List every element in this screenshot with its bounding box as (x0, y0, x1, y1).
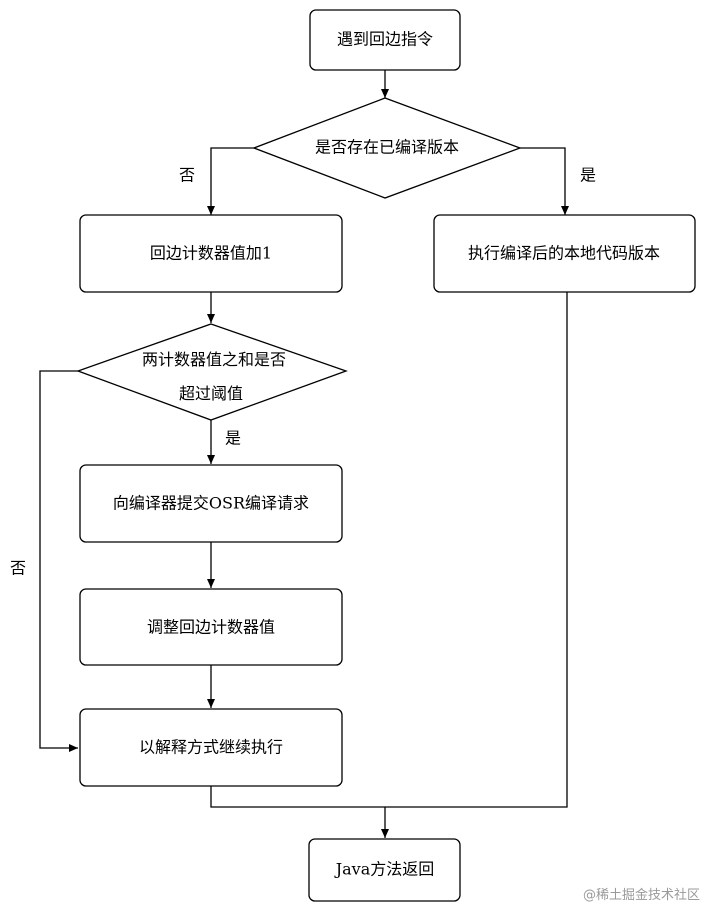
node-return-label: Java方法返回 (334, 860, 435, 879)
node-interpret-label: 以解释方式继续执行 (139, 738, 283, 757)
node-submit-osr-label: 向编译器提交OSR编译请求 (113, 494, 309, 513)
node-submit-osr: 向编译器提交OSR编译请求 (79, 464, 343, 543)
node-increment-counter-label: 回边计数器值加1 (150, 244, 272, 263)
node-adjust-counter: 调整回边计数器值 (79, 588, 343, 666)
node-start-label: 遇到回边指令 (337, 30, 433, 49)
node-check-compiled-label: 是否存在已编译版本 (315, 138, 459, 157)
node-check-compiled: 是否存在已编译版本 (252, 97, 522, 199)
node-adjust-counter-label: 调整回边计数器值 (147, 618, 275, 637)
node-threshold: 两计数器值之和是否 超过阈值 (76, 323, 348, 421)
node-threshold-label-line1: 两计数器值之和是否 (142, 350, 286, 369)
node-threshold-label-line2: 超过阈值 (179, 384, 243, 403)
node-start: 遇到回边指令 (309, 9, 461, 71)
edges (39, 70, 569, 838)
node-run-compiled: 执行编译后的本地代码版本 (433, 214, 696, 293)
edge-label-threshold-no: 否 (10, 559, 26, 578)
edge-check-no (207, 147, 254, 215)
edge-label-threshold-yes: 是 (225, 429, 241, 448)
edge-merge (210, 292, 568, 808)
node-run-compiled-label: 执行编译后的本地代码版本 (468, 244, 660, 263)
edge-label-compiled-yes: 是 (580, 166, 596, 185)
node-interpret: 以解释方式继续执行 (79, 708, 343, 787)
edge-label-compiled-no: 否 (179, 166, 195, 185)
edge-check-yes (520, 147, 569, 215)
edge-threshold-no (39, 370, 78, 752)
node-return: Java方法返回 (308, 838, 461, 902)
watermark: @稀土掘金技术社区 (583, 887, 700, 903)
node-increment-counter: 回边计数器值加1 (79, 214, 343, 293)
